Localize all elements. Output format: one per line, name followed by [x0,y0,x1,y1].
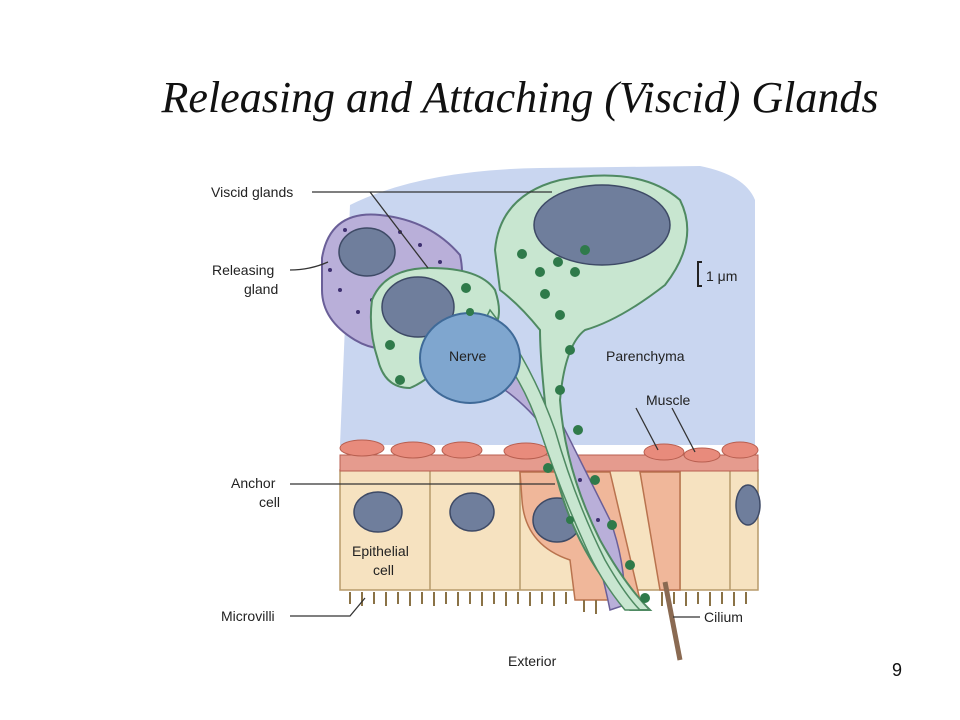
label-parenchyma: Parenchyma [606,348,685,364]
slide-number: 9 [891,660,902,680]
page-title: Releasing and Attaching (Viscid) Glands [161,73,879,122]
label-microvilli: Microvilli [221,608,275,624]
label-scale-bar: 1 μm [706,268,737,284]
label-viscid-glands: Viscid glands [211,184,293,200]
label-releasing-gland: Releasing [212,262,274,278]
label-anchor-cell-2: cell [259,494,280,510]
label-cilium: Cilium [704,609,743,625]
label-releasing-gland-2: gland [244,281,278,297]
label-anchor-cell: Anchor [231,475,276,491]
label-epithelial-cell: Epithelial [352,543,409,559]
label-nerve: Nerve [449,348,487,364]
label-epithelial-cell-2: cell [373,562,394,578]
cilium [662,581,683,661]
label-exterior: Exterior [508,653,557,669]
label-muscle: Muscle [646,392,691,408]
